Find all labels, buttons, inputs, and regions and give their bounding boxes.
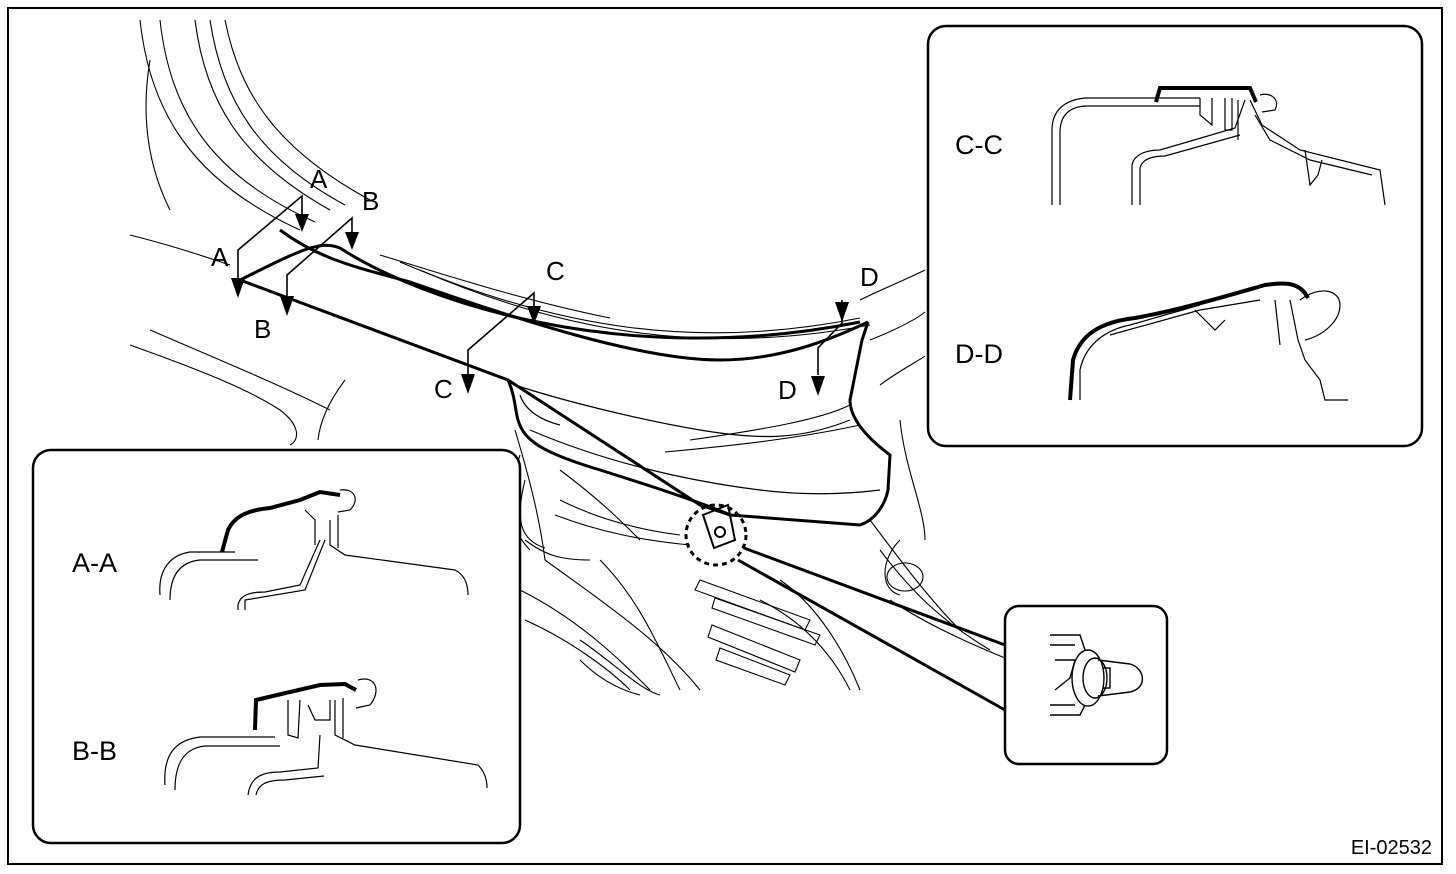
section-dd-drawing xyxy=(1079,290,1348,401)
section-aa-trim xyxy=(220,489,341,553)
section-aa-drawing xyxy=(159,489,469,610)
trim-panel xyxy=(239,228,892,527)
section-title-cc: C-C xyxy=(955,130,1003,160)
section-cc-trim xyxy=(1154,86,1258,103)
section-bb-trim xyxy=(253,681,357,731)
marker-b-top: B xyxy=(362,186,380,216)
marker-d-bottom: D xyxy=(778,375,797,405)
inset-clip-detail xyxy=(1003,604,1169,766)
section-cut-lines xyxy=(237,194,843,378)
marker-d-top: D xyxy=(860,262,879,292)
marker-a-top: A xyxy=(310,164,328,194)
figure-code: EI-02532 xyxy=(1350,837,1432,859)
marker-a-left: A xyxy=(211,242,229,272)
section-bb-drawing xyxy=(164,678,488,796)
section-cc-drawing xyxy=(1051,93,1386,206)
section-title-dd: D-D xyxy=(955,339,1003,369)
trim-panel-inner xyxy=(514,384,881,495)
marker-c-bottom: C xyxy=(434,374,453,404)
section-title-bb: B-B xyxy=(72,736,118,766)
section-title-aa: A-A xyxy=(72,548,118,578)
clip-detail-drawing xyxy=(1050,634,1144,716)
inset-aa-bb xyxy=(31,448,522,845)
section-dd-trim xyxy=(1068,281,1310,401)
clip-location xyxy=(684,503,1006,712)
marker-c-top: C xyxy=(546,256,565,286)
marker-b-bottom: B xyxy=(254,314,272,344)
section-arrows xyxy=(231,214,849,396)
figure-frame xyxy=(7,7,1443,865)
body-outline-lines xyxy=(129,19,1011,696)
